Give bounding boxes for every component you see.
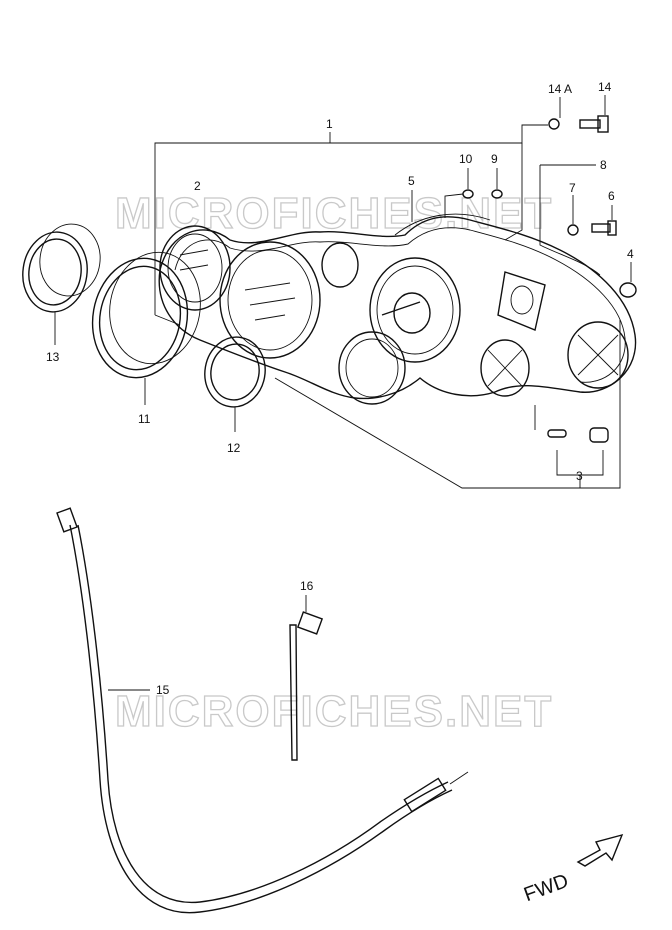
gasket-5 xyxy=(394,190,491,236)
watermark-top: MICROFICHES.NET xyxy=(115,189,553,238)
screw-14 xyxy=(579,95,609,133)
screw-6 xyxy=(591,205,617,236)
watermark-bottom: MICROFICHES.NET xyxy=(115,687,553,736)
callout-5: 5 xyxy=(408,174,415,188)
cable-tie-16 xyxy=(289,595,324,761)
washer-7 xyxy=(567,195,579,236)
assembly-bracket xyxy=(154,124,621,489)
callout-15: 15 xyxy=(156,683,170,697)
callout-12: 12 xyxy=(227,441,241,455)
leader-10 xyxy=(444,193,464,218)
fwd-label: FWD xyxy=(521,870,571,906)
meter-housing xyxy=(158,216,637,405)
callout-14a: 14 A xyxy=(548,82,572,96)
washer-14a xyxy=(548,97,561,130)
callout-9: 9 xyxy=(491,152,498,166)
speedo-cable-15 xyxy=(56,507,469,914)
callout-10: 10 xyxy=(459,152,473,166)
callout-4: 4 xyxy=(627,247,634,261)
callout-3: 3 xyxy=(576,469,583,483)
socket-4 xyxy=(619,262,637,298)
callout-1: 1 xyxy=(326,117,333,131)
grommet-9 xyxy=(491,168,503,199)
callout-6: 6 xyxy=(608,189,615,203)
callout-11: 11 xyxy=(138,412,151,426)
callout-13: 13 xyxy=(46,350,60,364)
callout-8: 8 xyxy=(600,158,607,172)
callout-2: 2 xyxy=(194,179,201,193)
bulb-socket-3 xyxy=(534,405,609,488)
callout-7: 7 xyxy=(569,181,576,195)
bezel-ring-12 xyxy=(204,336,266,432)
bezel-ring-13 xyxy=(22,223,101,345)
callout-14: 14 xyxy=(598,80,612,94)
bezel-ring-11 xyxy=(91,251,201,405)
cover-8 xyxy=(539,164,601,276)
forward-direction-indicator: FWD xyxy=(521,833,624,906)
callout-16: 16 xyxy=(300,579,314,593)
